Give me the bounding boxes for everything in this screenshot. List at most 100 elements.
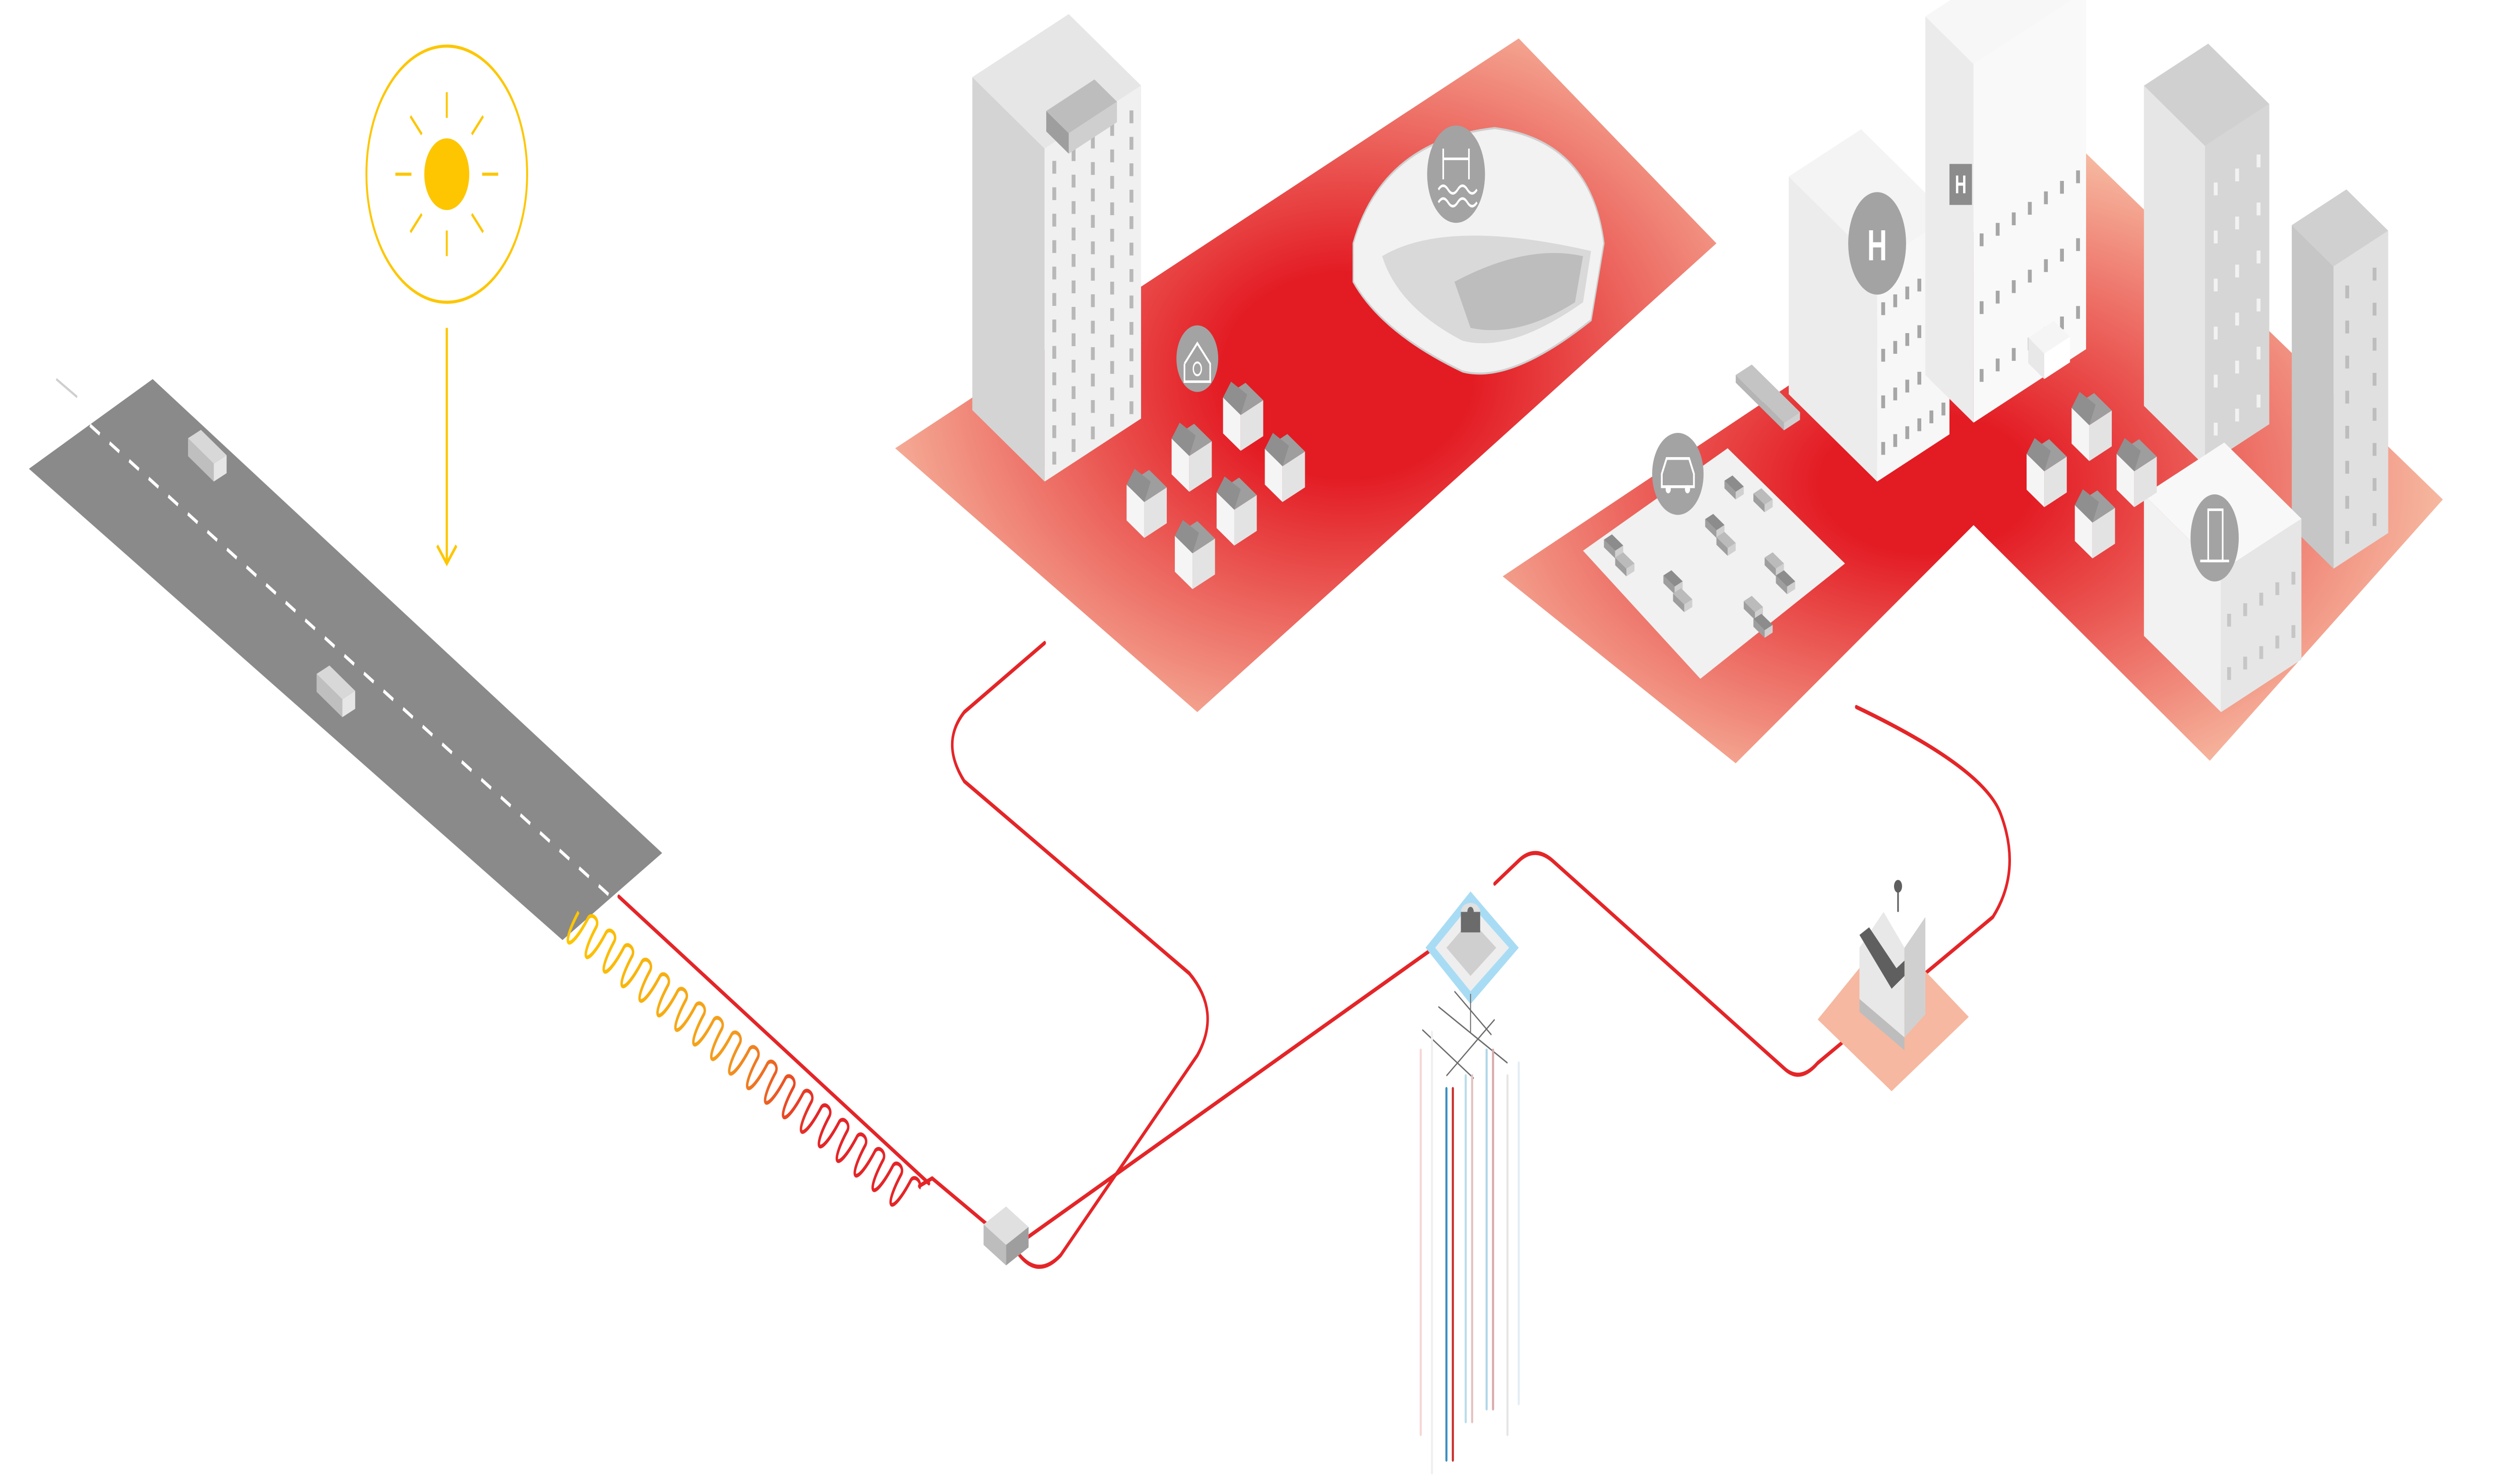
window <box>1905 379 1910 393</box>
window <box>1917 371 1922 385</box>
window <box>2076 306 2080 319</box>
window <box>1072 227 1076 241</box>
window <box>1129 163 1133 176</box>
window <box>1110 149 1114 163</box>
parked-car-11 <box>1776 570 1795 595</box>
window <box>1995 358 2000 371</box>
window <box>1091 241 1095 254</box>
house-roof <box>1223 381 1247 415</box>
window <box>1052 293 1056 306</box>
car-icon <box>1652 433 1704 515</box>
window <box>1129 137 1133 150</box>
house-roof <box>2074 489 2099 523</box>
window <box>2011 348 2016 361</box>
window <box>2076 170 2080 183</box>
window <box>1129 295 1133 308</box>
sun-ray <box>409 115 423 136</box>
house-right-3 <box>2074 489 2115 559</box>
window <box>1979 369 1984 382</box>
window <box>1129 374 1133 388</box>
window <box>1881 302 1885 315</box>
window <box>2060 181 2064 194</box>
car-1 <box>188 429 227 482</box>
sun-icon <box>365 44 528 304</box>
arrow-down-icon <box>436 328 458 566</box>
window <box>2372 443 2377 456</box>
sun-ray <box>471 115 484 136</box>
window <box>2243 657 2247 670</box>
house-left-3 <box>1171 422 1212 492</box>
office-tower <box>972 14 1142 482</box>
window <box>2214 230 2218 243</box>
window <box>1072 307 1076 320</box>
window <box>1129 322 1133 335</box>
window <box>2214 278 2218 292</box>
window <box>1110 282 1114 295</box>
house-right-4 <box>2116 438 2157 507</box>
window <box>1110 414 1114 427</box>
parked-car-7 <box>1724 475 1744 500</box>
window <box>1129 110 1133 123</box>
window <box>2235 312 2239 326</box>
window <box>1905 426 1910 439</box>
window <box>1110 361 1114 374</box>
window <box>2259 593 2263 606</box>
window <box>1052 240 1056 253</box>
parked-car-8 <box>1743 596 1763 620</box>
window <box>1129 242 1133 255</box>
window <box>1881 442 1885 455</box>
window <box>1052 161 1056 174</box>
distribution-box <box>983 1206 1029 1266</box>
parked-car-5 <box>1705 513 1725 538</box>
window <box>1091 215 1095 228</box>
window <box>1052 452 1056 465</box>
swimming-pool-icon <box>1427 125 1485 223</box>
window <box>2345 531 2350 544</box>
window <box>2291 571 2296 585</box>
parked-car-10 <box>1765 552 1784 576</box>
window <box>1052 267 1056 280</box>
window <box>1072 412 1076 426</box>
window <box>1091 347 1095 360</box>
heat-pump-station <box>1817 880 1969 1091</box>
window <box>2011 280 2016 293</box>
window <box>1917 278 1922 292</box>
window <box>2372 268 2377 281</box>
parked-car-2 <box>1615 552 1634 576</box>
window <box>1072 148 1076 161</box>
house-roof <box>1216 476 1241 510</box>
window <box>1129 269 1133 282</box>
window <box>1110 255 1114 268</box>
pipe-to-borehole <box>1019 948 1432 1245</box>
window <box>2275 582 2280 595</box>
window <box>2345 461 2350 474</box>
window <box>2011 212 2016 225</box>
window <box>2345 285 2350 299</box>
house-left-1 <box>1126 469 1167 538</box>
pipe-to-heat-pump <box>1493 704 2011 1077</box>
window <box>1995 290 2000 304</box>
window <box>1929 410 1933 424</box>
window <box>1091 188 1095 202</box>
window <box>1072 439 1076 452</box>
window <box>1881 395 1885 409</box>
office-building-icon <box>2190 494 2239 582</box>
window <box>1893 388 1898 401</box>
house-left-4 <box>1216 476 1257 546</box>
window <box>1052 319 1056 333</box>
domed-office-building <box>2144 442 2302 713</box>
window <box>1052 187 1056 201</box>
parking-lot <box>1583 448 1845 679</box>
apartment-tower <box>2144 43 2270 467</box>
window <box>1893 341 1898 354</box>
window <box>1052 372 1056 385</box>
road <box>29 378 662 940</box>
hospital-wall-label: H <box>1955 170 1967 199</box>
window <box>1072 333 1076 346</box>
sun-ray <box>409 213 423 233</box>
window <box>1110 387 1114 401</box>
parked-car-6 <box>1716 532 1736 556</box>
borehole-thermal-storage <box>1419 891 1520 1475</box>
window <box>1072 359 1076 373</box>
window <box>1129 216 1133 229</box>
